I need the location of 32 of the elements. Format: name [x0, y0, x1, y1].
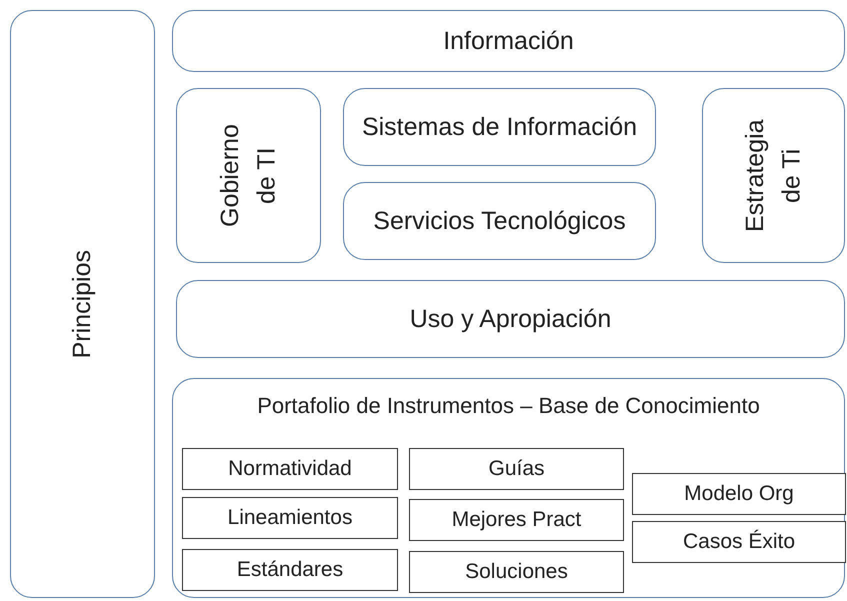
- section-box: [10, 10, 155, 598]
- item-box: [182, 549, 398, 591]
- item-box: [182, 448, 398, 490]
- item-box: [409, 551, 624, 593]
- box-label: Información: [443, 26, 574, 57]
- section-box: [343, 182, 656, 260]
- section-box: [343, 88, 656, 166]
- box-label: Mejores Pract: [452, 508, 582, 532]
- panel-heading: Portafolio de Instrumentos – Base de Conocimiento: [257, 393, 760, 419]
- box-label: Guías: [488, 457, 545, 481]
- section-box: [176, 280, 845, 358]
- item-box: [409, 499, 624, 541]
- container-panel: [172, 378, 845, 598]
- box-label: Estrategia de Ti: [740, 118, 806, 234]
- box-label: Soluciones: [465, 560, 568, 584]
- item-box: [632, 521, 846, 563]
- box-label: Gobierno de TI: [215, 123, 282, 229]
- box-label: Modelo Org: [684, 482, 794, 506]
- box-label: Normatividad: [228, 457, 352, 481]
- box-label: Lineamientos: [228, 506, 352, 530]
- box-label: Estándares: [236, 558, 344, 582]
- box-label: Sistemas de Información: [362, 112, 638, 143]
- item-box: [182, 497, 398, 539]
- box-label: Casos Éxito: [682, 530, 796, 554]
- box-label: Servicios Tecnológicos: [373, 206, 626, 237]
- box-label: Uso y Apropiación: [410, 304, 612, 335]
- section-box: [172, 10, 845, 72]
- section-box: [702, 88, 845, 263]
- item-box: [409, 448, 624, 490]
- item-box: [632, 473, 846, 515]
- section-box: [176, 88, 321, 263]
- box-label: Principios: [67, 250, 98, 358]
